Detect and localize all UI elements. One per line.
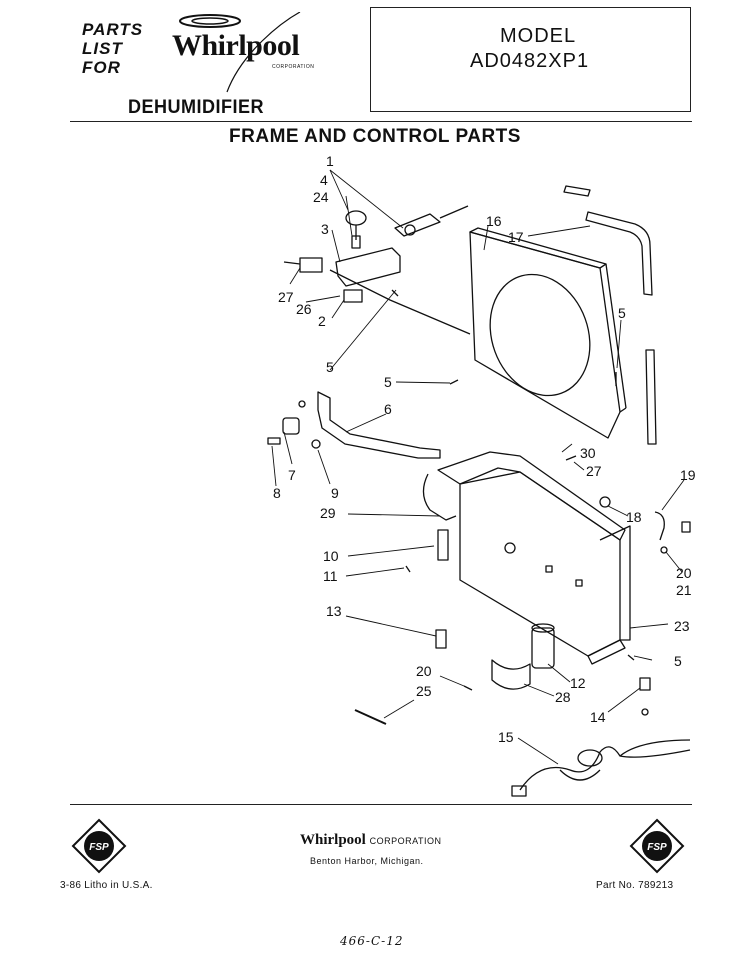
callout-20b: 20 (416, 663, 432, 679)
callout-18: 18 (626, 509, 642, 525)
footer-divider (70, 804, 692, 805)
gasket-strips-17 (563, 185, 657, 445)
callout-9: 9 (331, 485, 339, 501)
callout-30: 30 (580, 445, 596, 461)
fsp-badge-left: FSP (71, 818, 127, 874)
brand-corporation: CORPORATION (272, 64, 315, 70)
callout-29: 29 (320, 505, 336, 521)
footer-corporation: Whirlpool CORPORATION (300, 832, 441, 849)
model-label: MODEL (500, 25, 577, 47)
for-word: FOR (82, 58, 121, 77)
list-word: LIST (82, 39, 123, 58)
callout-21: 21 (676, 582, 692, 598)
right-hardware (599, 496, 691, 554)
callout-16: 16 (486, 213, 502, 229)
callout-24: 24 (313, 189, 329, 205)
callout-25: 25 (416, 683, 432, 699)
callout-27b: 27 (586, 463, 602, 479)
fsp-badge-right: FSP (629, 818, 685, 874)
callout-4: 4 (320, 172, 328, 188)
base-chassis (422, 451, 631, 665)
part-number: Part No. 789213 (596, 880, 674, 891)
footer-brand: Whirlpool (300, 832, 366, 848)
handwritten-note: 466-C-12 (340, 934, 404, 948)
callout-7: 7 (288, 467, 296, 483)
svg-text:FSP: FSP (89, 842, 109, 853)
callout-10: 10 (323, 548, 339, 564)
callout-11: 11 (323, 568, 338, 584)
callout-1: 1 (326, 153, 334, 169)
parts-word: PARTS (82, 20, 144, 39)
mounting-bracket-6 (317, 391, 441, 459)
callout-5a: 5 (618, 305, 626, 321)
power-cord-15 (511, 677, 691, 797)
parts-list-for-label: PARTS LIST FOR (82, 20, 143, 77)
tie-strap-25 (354, 709, 387, 725)
callout-labels: 1 4 24 3 27 26 2 16 17 5 5 5 6 7 8 9 30 … (273, 153, 696, 745)
whirlpool-swirl-icon (179, 12, 301, 93)
callout-13: 13 (326, 603, 342, 619)
control-knob-assembly (345, 205, 469, 249)
fsp-diamond-icon: FSP (629, 818, 685, 874)
callout-12: 12 (570, 675, 586, 691)
front-panel-16 (469, 227, 627, 439)
callout-23: 23 (674, 618, 690, 634)
callout-26: 26 (296, 301, 312, 317)
footer-corporation-suffix: CORPORATION (369, 836, 442, 846)
switch-bracket (283, 247, 471, 335)
screws (405, 372, 635, 691)
header-divider (70, 121, 692, 122)
callout-17: 17 (508, 229, 524, 245)
callout-27a: 27 (278, 289, 294, 305)
callout-5b: 5 (326, 359, 334, 375)
model-number: AD0482XP1 (470, 50, 590, 72)
callout-28: 28 (555, 689, 571, 705)
callout-15: 15 (498, 729, 514, 745)
whirlpool-logo: Whirlpool CORPORATION (172, 12, 332, 104)
product-type: DEHUMIDIFIER (128, 97, 265, 118)
footer-address: Benton Harbor, Michigan. (310, 856, 424, 866)
capacitor-12 (435, 623, 555, 690)
callout-5c: 5 (384, 374, 392, 390)
small-hardware (267, 400, 321, 449)
print-info: 3-86 Litho in U.S.A. (60, 880, 153, 891)
callout-3: 3 (321, 221, 329, 237)
model-box: MODEL AD0482XP1 (370, 7, 691, 112)
callout-20a: 20 (676, 565, 692, 581)
brand-name: Whirlpool (172, 29, 300, 62)
callout-2: 2 (318, 313, 326, 329)
svg-text:FSP: FSP (647, 842, 667, 853)
callout-19: 19 (680, 467, 696, 483)
callout-6: 6 (384, 401, 392, 417)
fsp-diamond-icon: FSP (71, 818, 127, 874)
callout-14: 14 (590, 709, 606, 725)
leader-lines (271, 169, 685, 765)
page-title: FRAME AND CONTROL PARTS (229, 126, 521, 147)
callout-5d: 5 (674, 653, 682, 669)
callout-8: 8 (273, 485, 281, 501)
